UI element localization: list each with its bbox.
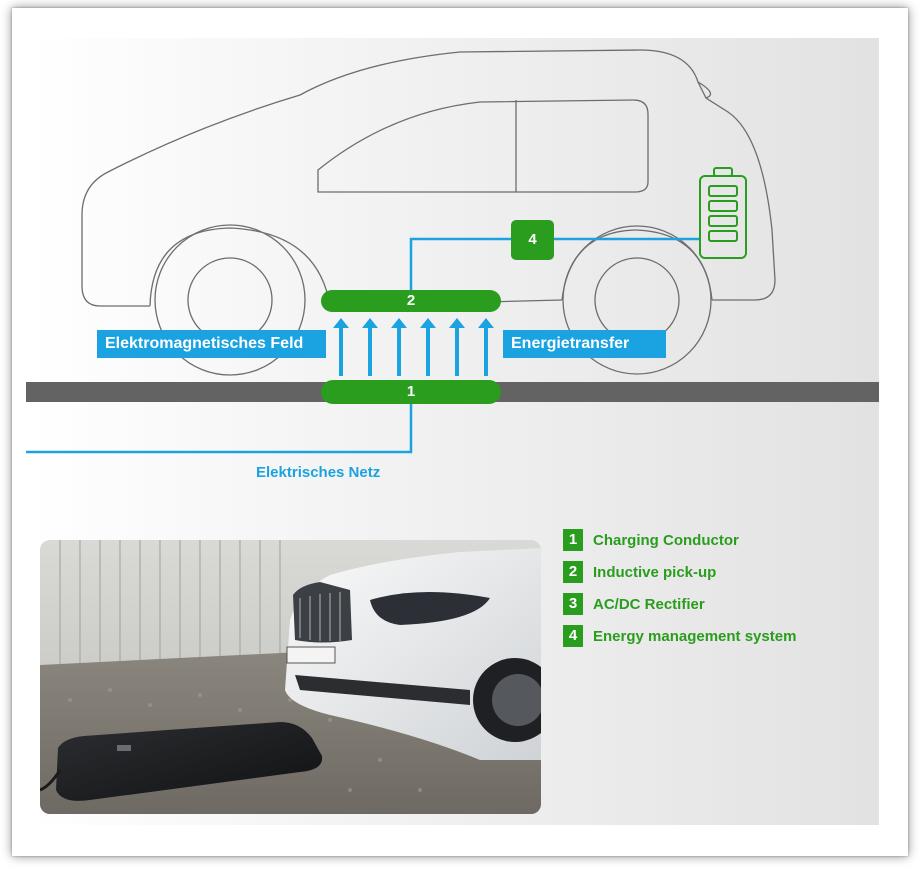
power-lines [26, 237, 700, 454]
legend-item: 3 AC/DC Rectifier [563, 593, 796, 615]
photo-scene [40, 540, 541, 814]
legend-number: 1 [563, 529, 583, 551]
marker-ground-pad: 1 [321, 380, 501, 404]
label-electromagnetic-field: Elektromagnetisches Feld [97, 330, 326, 358]
legend-item: 4 Energy management system [563, 625, 796, 647]
arrow-up-icon [333, 318, 494, 376]
label-energy-transfer: Energietransfer [503, 330, 666, 358]
battery-icon [699, 167, 747, 259]
legend-label: Energy management system [593, 627, 797, 645]
legend: 1 Charging Conductor 2 Inductive pick-up… [563, 529, 796, 657]
legend-number: 3 [563, 593, 583, 615]
label-electric-grid: Elektrisches Netz [256, 464, 381, 481]
legend-item: 2 Inductive pick-up [563, 561, 796, 583]
legend-label: Inductive pick-up [593, 563, 717, 581]
marker-pickup: 2 [321, 290, 501, 312]
legend-number: 4 [563, 625, 583, 647]
legend-number: 2 [563, 561, 583, 583]
legend-label: AC/DC Rectifier [593, 595, 705, 613]
legend-label: Charging Conductor [593, 531, 739, 549]
marker-energy-management: 4 [511, 220, 554, 260]
legend-item: 1 Charging Conductor [563, 529, 796, 551]
